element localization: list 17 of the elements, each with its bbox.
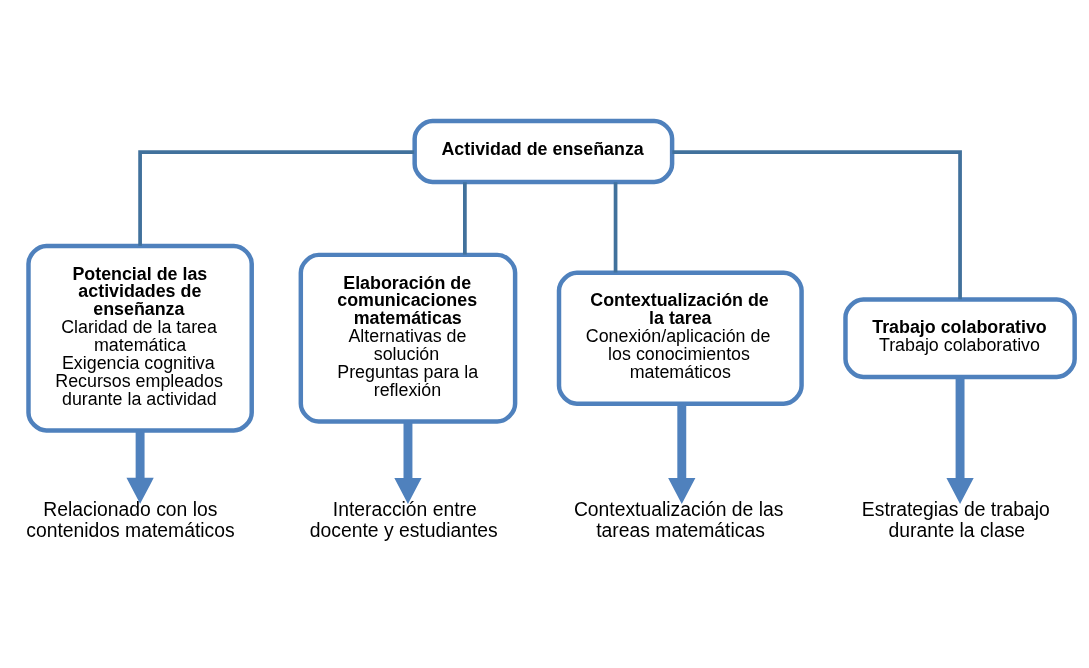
node-text: Contextualización de las tareas matemáticas	[573, 497, 784, 541]
arrow	[394, 421, 422, 504]
node-text: Relacionado con los contenidos matemáticos	[26, 497, 235, 541]
connector	[613, 181, 618, 272]
connector	[672, 149, 962, 299]
node-box: Potencial de las actividades de enseñanza Claridad de la tarea matemática Exigencia cognitiva Recursos empleados durante la actividad	[26, 243, 254, 433]
node-box: Trabajo colaborativo Trabajo colaborativo	[843, 296, 1077, 379]
node-box: Elaboración de comunicaciones matemáticas Alternativas de solución Preguntas para la reflexión	[298, 252, 518, 424]
arrow	[946, 376, 974, 504]
connector	[138, 149, 415, 246]
connector	[463, 181, 467, 255]
node-text: Estrategias de trabajo durante la clase	[861, 497, 1050, 541]
arrow	[668, 403, 696, 504]
node-box: Contextualización de la tarea Conexión/aplicación de los conocimientos matemáticos	[556, 270, 804, 406]
arrow	[126, 430, 154, 504]
node-text: Interacción entre docente y estudiantes	[309, 497, 498, 541]
node-box: Actividad de enseñanza	[412, 118, 675, 184]
